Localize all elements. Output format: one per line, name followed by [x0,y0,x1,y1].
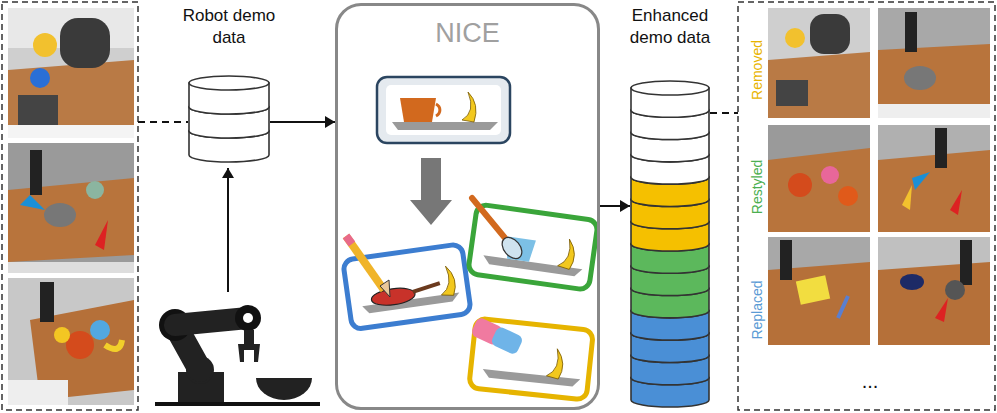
photo-panel [738,2,995,410]
database-cylinder: Robot demo data [188,75,270,163]
pencil-icon [346,236,390,297]
brush-icon [472,198,526,262]
node-heading: Enhanced demo data [618,5,722,49]
augmented-photo [768,237,990,345]
category-label: Replaced [749,280,765,339]
cylinder-outline [630,80,710,408]
photo-panel [2,2,138,410]
leader-line [138,121,188,123]
ellipsis-label: ... [862,370,879,393]
augmented-photo [768,8,990,118]
category-label: Removed [749,40,765,100]
transform-arrow [410,158,452,225]
robot-photo [8,278,134,405]
flow-arrow [270,121,335,123]
results-panel: RemovedRestyledReplaced... [738,2,995,410]
database-cylinder: Enhanced demo data [630,80,710,408]
augmented-photo [768,125,990,232]
category-label: Restyled [749,160,765,214]
flow-arrow [600,205,630,207]
flow-arrow [710,112,738,114]
eraser-icon [470,316,524,355]
node-heading: Robot demo data [176,5,282,49]
robot-arm [155,168,320,406]
scene-card [377,77,510,143]
robot-photo [8,143,134,273]
cylinder-outline [188,75,270,163]
robot-photo [8,8,134,138]
panel-title: NICE [338,18,597,49]
method-panel: NICE [335,3,600,410]
